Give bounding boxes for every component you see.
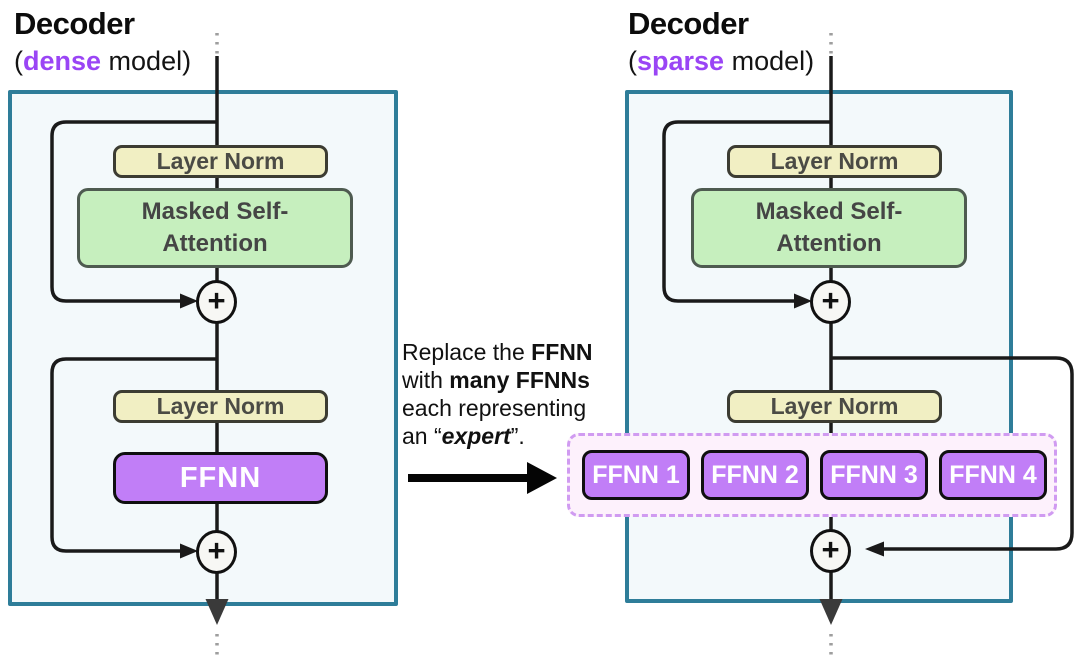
attention-label-line1: Masked Self-	[141, 197, 289, 225]
add-icon-sparse-bottom: +	[810, 529, 851, 573]
expert-ffnn-3: FFNN 3	[820, 450, 928, 500]
dense-panel-subtitle: (dense model)	[14, 46, 191, 77]
expert-ffnn-1: FFNN 1	[582, 450, 690, 500]
dense-subtitle-rest: model)	[101, 46, 192, 76]
dense-layer-norm-bottom: Layer Norm	[113, 390, 328, 423]
attention-label-line2: Attention	[776, 230, 882, 257]
replace-ffnn-annotation: Replace the FFNN with many FFNNs each re…	[402, 338, 592, 450]
attention-label-line2: Attention	[162, 230, 268, 257]
sparse-subtitle-open: (	[628, 46, 637, 76]
dense-ffnn-block: FFNN	[113, 452, 328, 504]
add-icon-dense-top: +	[196, 280, 237, 324]
dense-masked-self-attention: Masked Self- Attention	[77, 188, 353, 268]
dense-layer-norm-top: Layer Norm	[113, 145, 328, 178]
experts-group-box: FFNN 1 FFNN 2 FFNN 3 FFNN 4	[567, 433, 1057, 517]
add-icon-dense-bottom: +	[196, 530, 237, 574]
sparse-layer-norm-bottom: Layer Norm	[727, 390, 942, 423]
sparse-masked-self-attention: Masked Self- Attention	[691, 188, 967, 268]
expert-ffnn-4: FFNN 4	[939, 450, 1047, 500]
sparse-panel-title: Decoder	[628, 6, 749, 41]
annotation-line-2: with many FFNNs	[402, 367, 590, 393]
annotation-line-3: each representing	[402, 395, 587, 421]
dense-subtitle-accent: dense	[23, 46, 102, 76]
transform-arrowhead	[527, 462, 557, 494]
attention-label-line1: Masked Self-	[755, 197, 903, 225]
sparse-panel-subtitle: (sparse model)	[628, 46, 814, 77]
sparse-subtitle-accent: sparse	[637, 46, 725, 76]
annotation-line-4: an “expert”.	[402, 423, 525, 449]
sparse-subtitle-rest: model)	[724, 46, 815, 76]
sparse-layer-norm-top: Layer Norm	[727, 145, 942, 178]
dense-subtitle-open: (	[14, 46, 23, 76]
annotation-line-1: Replace the FFNN	[402, 339, 593, 365]
add-icon-sparse-top: +	[810, 280, 851, 324]
expert-ffnn-2: FFNN 2	[701, 450, 809, 500]
dense-panel-title: Decoder	[14, 6, 135, 41]
